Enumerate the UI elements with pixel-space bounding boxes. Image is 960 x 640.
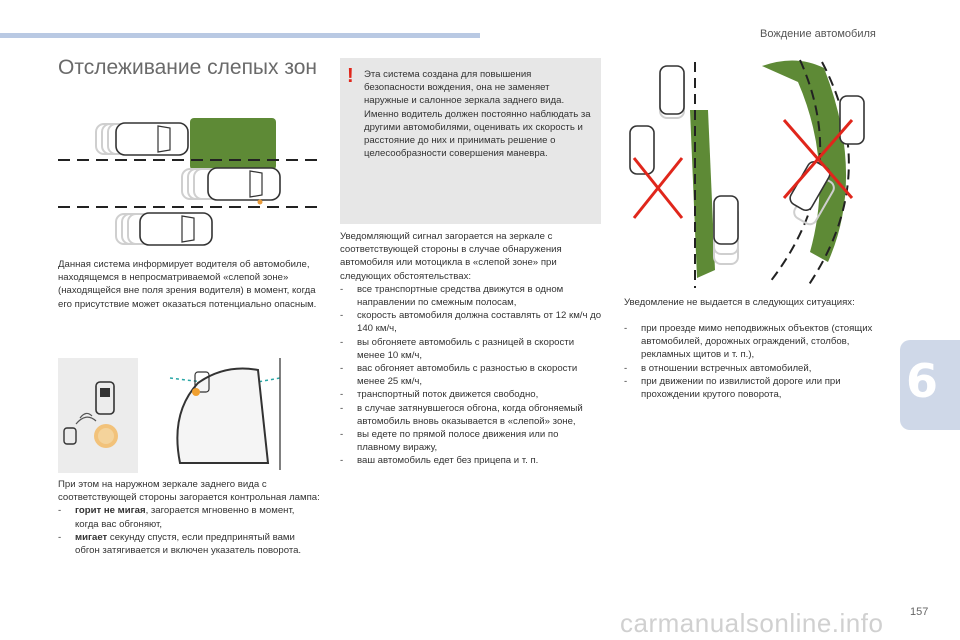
mirror-indicator-list: горит не мигая, загорается мгновенно в м… bbox=[58, 504, 320, 557]
watermark: carmanualsonline.info bbox=[620, 608, 884, 638]
conditions-list: все транспортные средства движутся в одн… bbox=[340, 283, 604, 468]
list-item: скорость автомобиля должна составлять от… bbox=[340, 309, 604, 335]
list-item: все транспортные средства движутся в одн… bbox=[340, 283, 604, 309]
page-number: 157 bbox=[910, 606, 929, 618]
list-item: при проезде мимо неподвижных объектов (с… bbox=[624, 322, 892, 362]
indicator-state: горит не мигая bbox=[75, 505, 146, 517]
list-item: при движении по извилистой дороге или пр… bbox=[624, 375, 892, 401]
indicator-state: мигает bbox=[75, 531, 108, 543]
list-item: вас обгоняет автомобиль с разностью в ск… bbox=[340, 362, 604, 388]
list-item: транспортный поток движется свободно, bbox=[340, 388, 604, 401]
list-item: горит не мигая, загорается мгновенно в м… bbox=[58, 504, 320, 530]
page-title: Отслеживание слепых зон bbox=[58, 56, 318, 79]
header-bar bbox=[0, 33, 480, 38]
mirror-section: При этом на наружном зеркале заднего вид… bbox=[58, 478, 320, 557]
chapter-number: 6 bbox=[906, 354, 939, 408]
list-item: ваш автомобиль едет без прицепа и т. п. bbox=[340, 454, 604, 467]
warning-text: Эта система создана для повышения безопа… bbox=[364, 69, 591, 160]
conditions-section: Уведомляющий сигнал загорается на зеркал… bbox=[340, 230, 604, 468]
side-mirror-illustration bbox=[169, 358, 281, 470]
section-title: Вождение автомобиля bbox=[760, 28, 876, 40]
no-alert-intro: Уведомление не выдается в следующих ситу… bbox=[624, 297, 855, 308]
mirror-indicator-illustration bbox=[58, 358, 138, 473]
blind-spot-lanes-illustration bbox=[58, 118, 320, 246]
indicator-description: секунду спустя, если предпринятый вами о… bbox=[75, 531, 302, 557]
chapter-tab: 6 bbox=[900, 340, 960, 430]
list-item: вы обгоняете автомобиль с разницей в ско… bbox=[340, 336, 604, 362]
conditions-intro: Уведомляющий сигнал загорается на зеркал… bbox=[340, 231, 562, 282]
warning-box: ! Эта система создана для повышения безо… bbox=[340, 58, 601, 224]
warning-icon: ! bbox=[347, 65, 354, 87]
no-alert-section: при проезде мимо неподвижных объектов (с… bbox=[624, 322, 892, 401]
list-item: вы едете по прямой полосе движения или п… bbox=[340, 428, 604, 454]
list-item: мигает секунду спустя, если предпринятый… bbox=[58, 531, 320, 557]
list-item: в отношении встречных автомобилей, bbox=[624, 362, 892, 375]
list-item: в случае затянувшегося обгона, когда обг… bbox=[340, 402, 604, 428]
no-alert-situations-illustration bbox=[629, 59, 865, 288]
intro-paragraph: Данная система информирует водителя об а… bbox=[58, 259, 317, 310]
indicator-description: , загорается мгновенно в момент, когда в… bbox=[75, 505, 295, 530]
mirror-section-intro: При этом на наружном зеркале заднего вид… bbox=[58, 479, 320, 504]
no-alert-list: при проезде мимо неподвижных объектов (с… bbox=[624, 322, 892, 401]
